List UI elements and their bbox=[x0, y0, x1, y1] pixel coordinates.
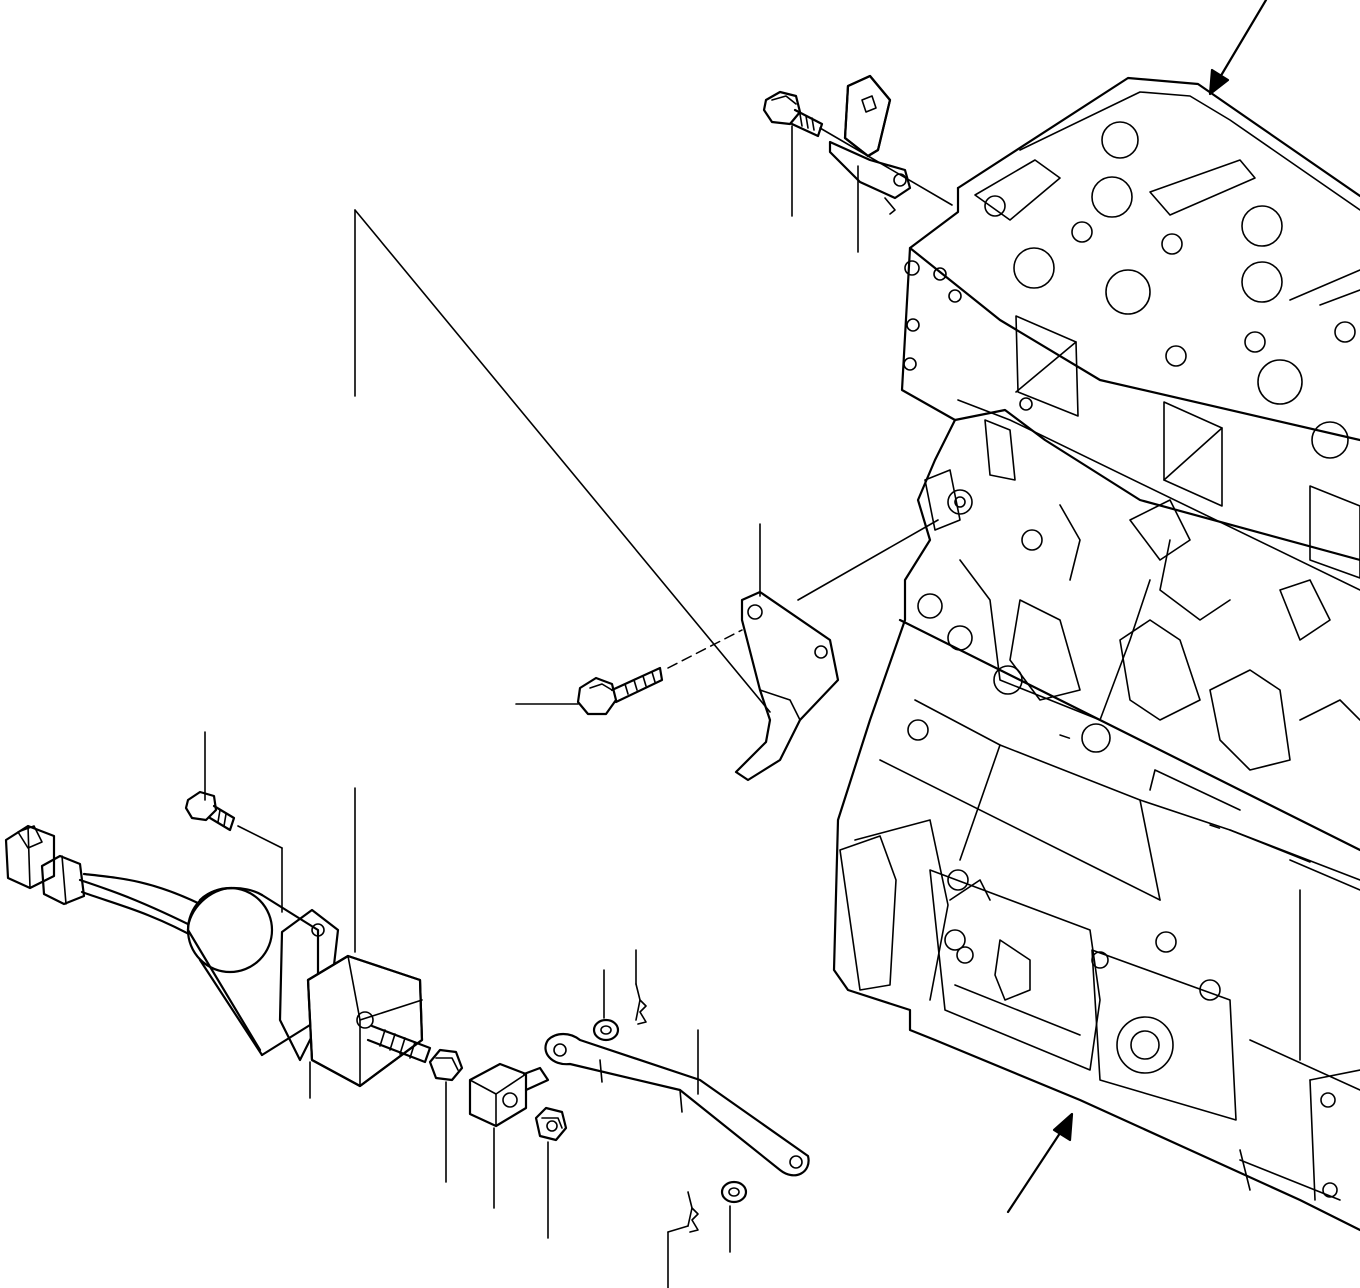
arrow-bottom bbox=[1006, 1112, 1074, 1214]
sensor-bolt bbox=[762, 90, 824, 138]
solenoid-bolt bbox=[184, 790, 236, 832]
nut bbox=[428, 1048, 464, 1082]
nut bbox=[534, 1106, 568, 1142]
link-lever bbox=[544, 1032, 810, 1177]
stop-solenoid bbox=[186, 886, 432, 1088]
split-pin bbox=[687, 1191, 699, 1233]
arrow-top bbox=[1208, 0, 1268, 96]
washer bbox=[720, 1180, 748, 1204]
link-block bbox=[468, 1062, 550, 1128]
split-pin bbox=[635, 983, 647, 1025]
solenoid-connector bbox=[4, 824, 202, 942]
mounting-bracket bbox=[734, 590, 840, 782]
bracket-bolt bbox=[576, 666, 664, 716]
leader-lines bbox=[204, 125, 859, 1288]
washer bbox=[592, 1018, 620, 1042]
engine-block bbox=[832, 76, 1360, 1232]
sensor-bracket bbox=[828, 74, 912, 215]
cylinder-head bbox=[903, 91, 1360, 579]
